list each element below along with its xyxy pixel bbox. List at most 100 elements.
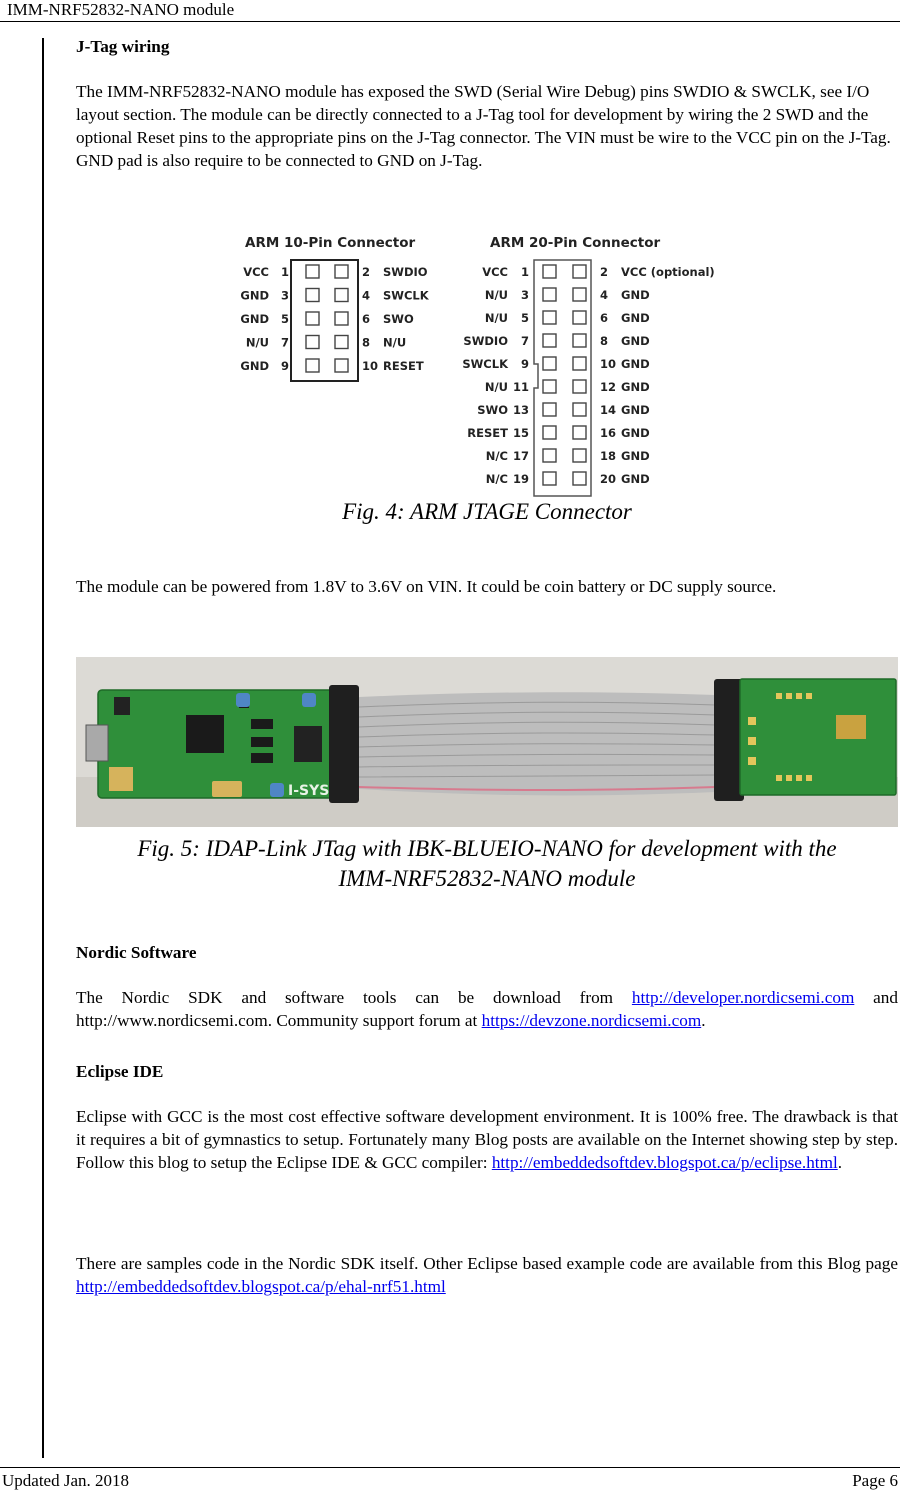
pin-left-number: 9 — [281, 359, 289, 373]
pin-right-name: GND — [621, 472, 650, 486]
pin-right-number: 4 — [600, 288, 608, 302]
pin-square — [334, 334, 349, 350]
pin-right-number: 12 — [600, 380, 616, 394]
pin-right-number: 6 — [362, 312, 370, 326]
pin-right-name: SWDIO — [383, 265, 428, 279]
pin-square — [542, 333, 557, 348]
pin-right-name: GND — [621, 334, 650, 348]
idap-link-board: I-SYST — [85, 689, 339, 799]
power-section: The module can be powered from 1.8V to 3… — [76, 575, 898, 598]
pin-square — [542, 287, 557, 302]
pin-right-number: 20 — [600, 472, 616, 486]
eclipse-text-1: Eclipse with GCC is the most cost effect… — [76, 1107, 898, 1172]
pin-square — [542, 264, 557, 279]
pin-left-name: VCC — [482, 265, 508, 279]
samples-text-1: There are samples code in the Nordic SDK… — [76, 1254, 898, 1273]
pin-right-name: SWCLK — [383, 289, 430, 303]
pin-left-number: 15 — [513, 426, 529, 440]
pin-left-number: 7 — [521, 334, 529, 348]
jtag-section: J-Tag wiring The IMM-NRF52832-NANO modul… — [76, 35, 898, 172]
pin-left-name: N/C — [486, 449, 508, 463]
jtag-body: The IMM-NRF52832-NANO module has exposed… — [76, 82, 891, 170]
samples-section: There are samples code in the Nordic SDK… — [76, 1252, 898, 1298]
pin-left-name: SWCLK — [462, 357, 509, 371]
pin-right-name: GND — [621, 357, 650, 371]
nordic-heading: Nordic Software — [76, 943, 197, 962]
page-header: IMM-NRF52832-NANO module — [0, 0, 900, 22]
pin-square — [542, 448, 557, 463]
pin-square — [305, 334, 320, 350]
pin-square — [542, 379, 557, 394]
pin-square — [334, 264, 349, 279]
pin-right-name: GND — [621, 311, 650, 325]
updated-date: Updated Jan. 2018 — [2, 1471, 130, 1490]
pin-left-name: GND — [240, 359, 269, 373]
pin1-stripe — [358, 786, 717, 791]
developer-nordicsemi-link[interactable]: http://developer.nordicsemi.com — [631, 988, 855, 1007]
pin-square — [572, 402, 587, 417]
component — [114, 697, 130, 715]
usb-connector — [85, 724, 109, 762]
pin-square — [334, 287, 349, 303]
pin-square — [334, 311, 349, 326]
pin-square — [542, 310, 557, 325]
pin-right-number: 2 — [362, 265, 370, 279]
pin-left-name: VCC — [243, 265, 269, 279]
button-ireset — [270, 783, 284, 797]
button-isp — [236, 693, 250, 707]
header-2x5 — [294, 726, 322, 762]
connector-10-outline — [290, 259, 359, 382]
pin-square — [572, 287, 587, 302]
page-number: Page 6 — [852, 1471, 898, 1490]
pin-square — [572, 448, 587, 463]
pin-square — [572, 333, 587, 348]
pin-right-name: N/U — [383, 336, 406, 350]
pin-square — [542, 356, 557, 371]
pin-left-number: 3 — [521, 288, 529, 302]
fig5-caption-line2: IMM-NRF52832-NANO module — [338, 866, 636, 891]
pin-right-number: 16 — [600, 426, 616, 440]
eclipse-heading: Eclipse IDE — [76, 1062, 164, 1081]
pin-right-number: 6 — [600, 311, 608, 325]
nordic-text-2: and http://www.nordicsemi.com. Community… — [76, 988, 898, 1030]
power-body: The module can be powered from 1.8V to 3… — [76, 577, 777, 596]
pin-left-name: N/U — [485, 311, 508, 325]
pin-left-name: GND — [240, 289, 269, 303]
ehal-blog-link[interactable]: http://embeddedsoftdev.blogspot.ca/p/eha… — [76, 1277, 446, 1296]
pin-left-number: 7 — [281, 336, 289, 350]
ribbon-cable — [329, 679, 744, 803]
pin-right-name: VCC (optional) — [621, 265, 715, 279]
pin-left-number: 5 — [521, 311, 529, 325]
pin-right-number: 14 — [600, 403, 616, 417]
pin-square — [305, 264, 320, 279]
fig5-caption: Fig. 5: IDAP-Link JTag with IBK-BLUEIO-N… — [76, 834, 898, 894]
pin-left-name: SWO — [477, 403, 508, 417]
pin-left-name: GND — [240, 312, 269, 326]
button-nreset — [302, 693, 316, 707]
pin-left-name: N/U — [485, 288, 508, 302]
nrf52832-module — [836, 715, 866, 739]
pin-left-number: 19 — [513, 472, 529, 486]
left-margin-rule — [42, 38, 44, 1458]
eclipse-blog-link[interactable]: http://embeddedsoftdev.blogspot.ca/p/ecl… — [491, 1153, 838, 1172]
pin-square — [572, 310, 587, 325]
pin-right-name: GND — [621, 288, 650, 302]
pin-left-number: 11 — [513, 380, 529, 394]
pin-right-name: GND — [621, 403, 650, 417]
pin-square — [542, 402, 557, 417]
nordic-text-1: The Nordic SDK and software tools can be… — [76, 988, 632, 1007]
mcu-chip — [186, 715, 224, 753]
pin-square — [305, 287, 320, 303]
pin-right-number: 4 — [362, 289, 370, 303]
page-footer: Updated Jan. 2018 Page 6 — [0, 1467, 900, 1496]
pin-square — [572, 425, 587, 440]
pin-square — [305, 358, 320, 373]
devzone-link[interactable]: https://devzone.nordicsemi.com — [481, 1011, 702, 1030]
pin-right-number: 10 — [362, 359, 378, 373]
pin-left-name: SWDIO — [463, 334, 508, 348]
pin-right-name: GND — [621, 449, 650, 463]
pin-left-name: N/U — [246, 336, 269, 350]
